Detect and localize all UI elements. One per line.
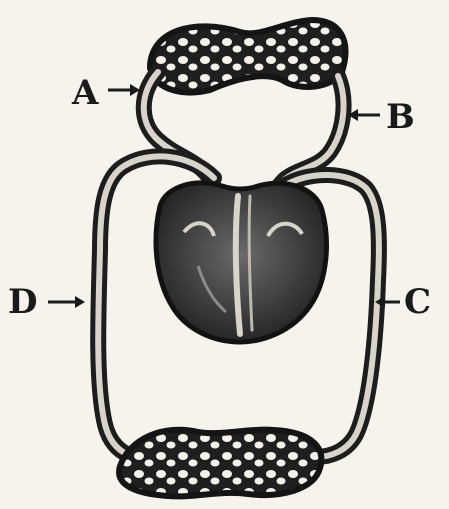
arrow-b	[348, 109, 380, 121]
label-b: B	[386, 100, 415, 134]
label-c: C	[404, 285, 431, 319]
body-capillary-bed	[119, 430, 321, 497]
label-a: A	[72, 76, 98, 110]
heart	[156, 183, 326, 342]
arrow-d	[48, 296, 85, 308]
lung-capillary-bed	[150, 20, 345, 92]
arrow-a	[108, 84, 140, 96]
label-d: D	[8, 285, 37, 319]
